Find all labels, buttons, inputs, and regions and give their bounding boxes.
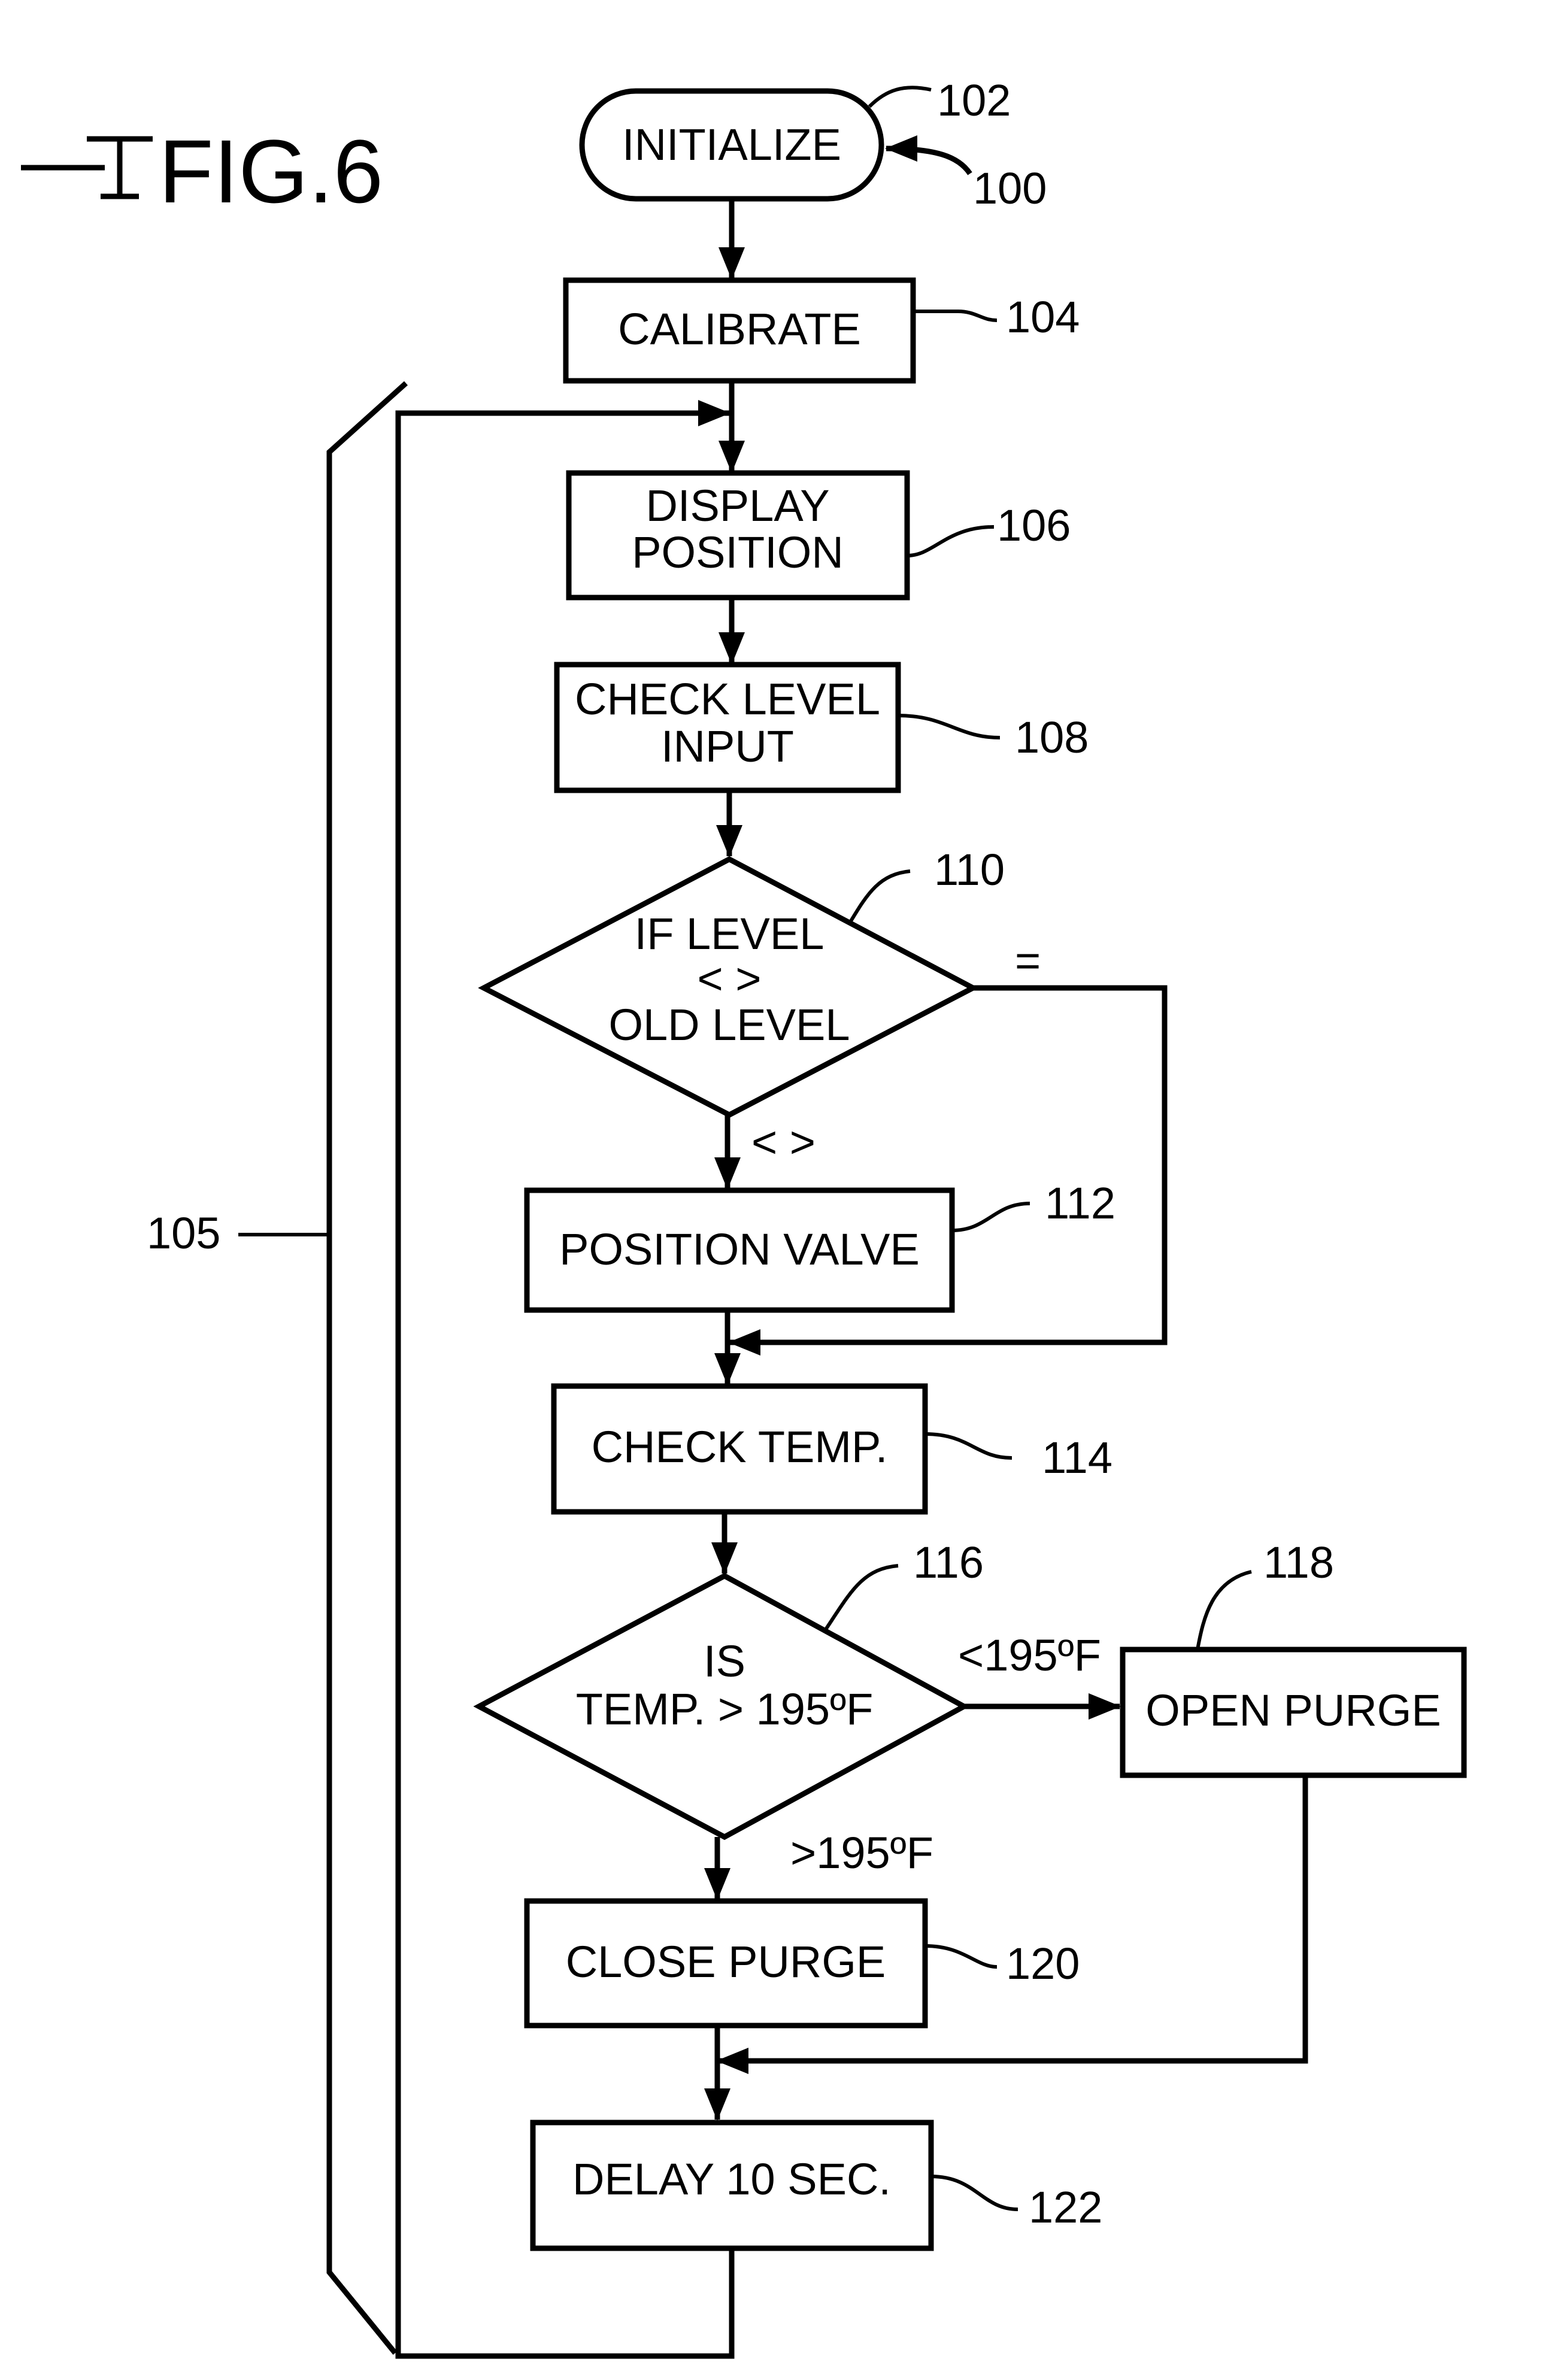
figure-label-text: FIG.6 <box>159 121 383 222</box>
level-decision-line3: OLD LEVEL <box>608 1000 850 1050</box>
ref-108: 108 <box>1015 713 1089 762</box>
delay-text: DELAY 10 SEC. <box>572 2154 891 2204</box>
edge-label-temp-below: <195ºF <box>958 1630 1101 1680</box>
ref-122: 122 <box>1029 2182 1102 2232</box>
ref-105: 105 <box>147 1208 220 1258</box>
ref-102-leader <box>869 87 931 107</box>
edge-label-level-equal: = <box>1015 936 1041 986</box>
edge-label-temp-above: >195ºF <box>790 1828 933 1878</box>
ref-118-leader <box>1198 1572 1251 1650</box>
loop-bracket <box>329 383 406 2353</box>
level-decision-line1: IF LEVEL <box>635 909 824 959</box>
ref-102: 102 <box>937 75 1011 125</box>
ref-110: 110 <box>934 845 1005 895</box>
ref-120: 120 <box>1006 1939 1080 1988</box>
ref-100: 100 <box>973 163 1047 213</box>
edge-label-level-not-equal: < > <box>751 1117 816 1167</box>
check-temp-text: CHECK TEMP. <box>592 1422 888 1472</box>
ref-108-leader <box>898 715 1000 738</box>
temp-decision-line2: TEMP. > 195ºF <box>576 1684 874 1734</box>
calibrate-text: CALIBRATE <box>618 304 861 354</box>
position-valve-text: POSITION VALVE <box>559 1224 920 1274</box>
ref-116: 116 <box>913 1538 984 1587</box>
ref-114-leader <box>925 1434 1012 1458</box>
ref-112: 112 <box>1045 1178 1115 1228</box>
ref-120-leader <box>925 1946 997 1967</box>
figure-label: FIG.6 <box>21 121 383 222</box>
level-decision-line2: < > <box>698 954 762 1003</box>
ref-114: 114 <box>1042 1433 1112 1482</box>
open-purge-text: OPEN PURGE <box>1145 1685 1441 1735</box>
close-purge-text: CLOSE PURGE <box>566 1937 886 1987</box>
initialize-text: INITIALIZE <box>622 120 841 169</box>
ref-104: 104 <box>1006 292 1080 342</box>
ref-110-leader <box>850 871 910 922</box>
check-level-input-line1: CHECK LEVEL <box>575 674 880 724</box>
display-position-line1: DISPLAY <box>645 481 829 530</box>
ref-106-leader <box>907 527 994 556</box>
ref-118: 118 <box>1263 1538 1334 1587</box>
temp-decision-line1: IS <box>704 1636 745 1686</box>
ref-100-arrow <box>886 148 970 174</box>
ref-106: 106 <box>997 501 1071 550</box>
ref-112-leader <box>952 1203 1030 1230</box>
ref-104-leader <box>913 311 997 320</box>
display-position-line2: POSITION <box>632 527 844 577</box>
check-level-input-line2: INPUT <box>661 721 794 771</box>
ref-122-leader <box>931 2176 1018 2209</box>
ref-116-leader <box>826 1566 898 1629</box>
